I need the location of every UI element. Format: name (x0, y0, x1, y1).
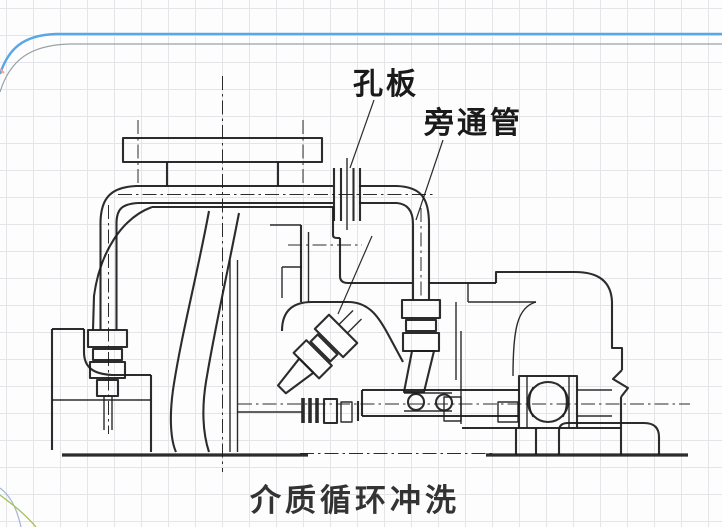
label-orifice-plate: 孔板 (353, 68, 419, 101)
template-top-gray-line (0, 43, 722, 93)
left-fitting-nut-3 (88, 360, 127, 380)
template-corner-green-line (0, 494, 37, 527)
casing-left-outline (91, 206, 153, 331)
housing-pedestal (514, 428, 538, 455)
leader-lines (349, 99, 444, 221)
pump-shaft (360, 388, 612, 418)
bearing-race-edges (526, 376, 570, 428)
bypass-pipe (99, 184, 431, 330)
seal-sleeve-block-2 (340, 401, 353, 423)
casing-left-bracket (50, 327, 153, 452)
bracket-inner-curve (82, 329, 151, 377)
labyrinth-seal-block (443, 396, 462, 422)
housing-inner-curve (512, 301, 537, 377)
left-fitting-nut-1 (86, 328, 129, 349)
template-top-blue-line (0, 32, 722, 75)
casing-right-step (331, 207, 340, 240)
template-corner-blue-line (0, 487, 22, 527)
housing-foot (557, 421, 661, 455)
pipe-right-elbow-outer (396, 184, 431, 225)
template-left-edge-red-tick (0, 68, 5, 74)
orifice-plate-leader-line (349, 99, 375, 169)
flush-fitting-stem (338, 310, 362, 334)
left-fitting-body (95, 378, 120, 398)
suction-flange-plate (121, 136, 324, 164)
pipe-left-elbow-inner (115, 201, 139, 223)
label-bypass-pipe: 旁通管 (423, 106, 523, 140)
housing-inner-shoulder (467, 283, 536, 303)
right-fitting-tail (402, 349, 436, 394)
left-fitting-stud (103, 396, 113, 430)
volute-cutwater-curve-2 (202, 212, 241, 453)
bypass-pipe-leader-line (415, 139, 444, 221)
orifice-plate-assembly (332, 158, 362, 230)
suction-flange (121, 136, 324, 186)
housing-outline-top (494, 270, 624, 370)
pipe-left-elbow-outer (99, 184, 137, 223)
pump-casing-volute (91, 205, 496, 453)
slide-template-border (0, 32, 722, 527)
volute-cutwater-curve-1 (169, 210, 211, 453)
shaft-break-zigzag (611, 369, 630, 398)
bearing-ball (526, 380, 570, 424)
pipe-right-elbow-inner (396, 201, 415, 225)
right-fitting-nut-3 (401, 331, 441, 353)
flush-fitting-axis-line (337, 235, 373, 315)
seal-packing-rings (301, 397, 360, 425)
oil-flinger-block (497, 401, 519, 423)
bearing-race-arcs (528, 386, 568, 418)
backplate-notch (281, 266, 302, 298)
bearing-housing (443, 270, 661, 455)
figure-caption: 介质循环冲洗 (249, 483, 460, 519)
right-fitting-nut-1 (400, 298, 442, 320)
left-fitting-nut-2 (91, 347, 124, 362)
seal-cover-top-left (338, 238, 412, 285)
flush-fitting-tail (277, 357, 315, 395)
shaft-right-stub (577, 389, 612, 417)
flush-fitting-nut-2 (309, 333, 339, 363)
seal-sleeve-block-1 (322, 397, 339, 425)
gland-housing-outline (280, 300, 404, 363)
bearing-block (517, 374, 579, 430)
seal-flush-fitting (277, 310, 362, 395)
flush-fitting-nut-1 (313, 313, 359, 359)
right-pipe-fitting (400, 298, 454, 412)
right-fitting-nut-2 (404, 318, 438, 333)
gland-bolt-left (406, 392, 426, 412)
pump-cross-section-diagram: 孔板 旁通管 (50, 68, 690, 472)
left-pipe-fitting (86, 328, 129, 430)
